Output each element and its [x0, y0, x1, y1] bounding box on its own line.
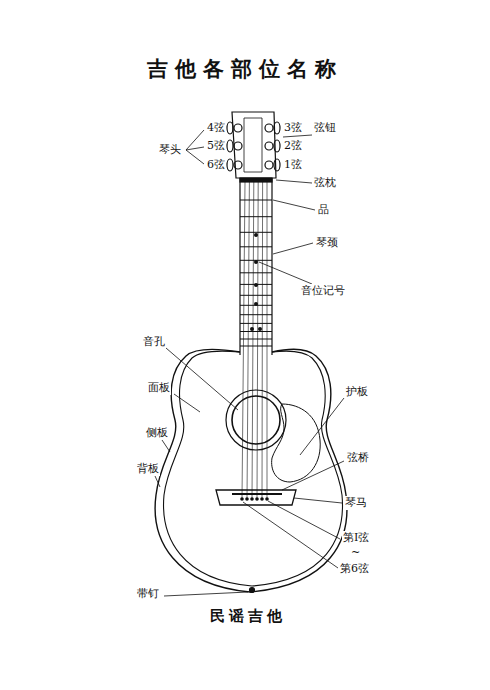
part-label: 弦桥: [346, 451, 370, 465]
part-label: 琴颈: [315, 236, 339, 250]
tuners-right: [265, 122, 280, 171]
string: [252, 182, 254, 499]
string: [257, 182, 258, 499]
leader-lines: [155, 130, 344, 596]
part-label: 第6弦: [339, 562, 370, 576]
part-label: 侧板: [145, 426, 169, 440]
title: 吉他各部位名称: [147, 56, 343, 82]
sound-hole: [232, 396, 280, 444]
bridge: [216, 490, 296, 505]
top-outline: [164, 351, 343, 586]
caption: 民谣吉他: [210, 606, 286, 626]
bridge-pins: [240, 497, 269, 501]
part-label: 背板: [136, 462, 160, 476]
nut: [240, 178, 272, 182]
string: [242, 182, 245, 499]
side-outline: [155, 349, 347, 592]
part-label: 琴马: [344, 496, 368, 510]
part-label: 面板: [147, 381, 171, 395]
part-label: 护板: [345, 385, 369, 399]
part-label: 带钉: [136, 587, 160, 601]
tuners-left: [227, 122, 242, 171]
part-label: 3弦: [283, 121, 303, 135]
headstock: [232, 112, 276, 178]
part-label: 1弦: [283, 158, 303, 172]
part-label: 2弦: [283, 139, 303, 153]
strings: [242, 182, 267, 499]
part-label: 5弦: [206, 139, 226, 153]
string: [262, 182, 264, 499]
string: [267, 182, 268, 499]
part-label: 品: [317, 203, 330, 217]
part-label: ~: [350, 546, 361, 560]
part-label: 琴头: [158, 143, 182, 157]
pickguard: [272, 404, 321, 482]
part-label: 弦枕: [313, 176, 337, 190]
part-label: 弦钮: [313, 121, 337, 135]
position-markers: [250, 233, 262, 331]
part-label: 音位记号: [300, 284, 346, 298]
part-label: 音孔: [142, 335, 166, 349]
string: [247, 182, 249, 499]
headstock-slot: [244, 118, 262, 172]
sound-hole-ring: [226, 390, 286, 450]
part-label: 6弦: [206, 158, 226, 172]
part-label: 第Ⅰ弦: [342, 531, 370, 545]
strap-pin: [250, 588, 255, 593]
part-label: 4弦: [206, 121, 226, 135]
